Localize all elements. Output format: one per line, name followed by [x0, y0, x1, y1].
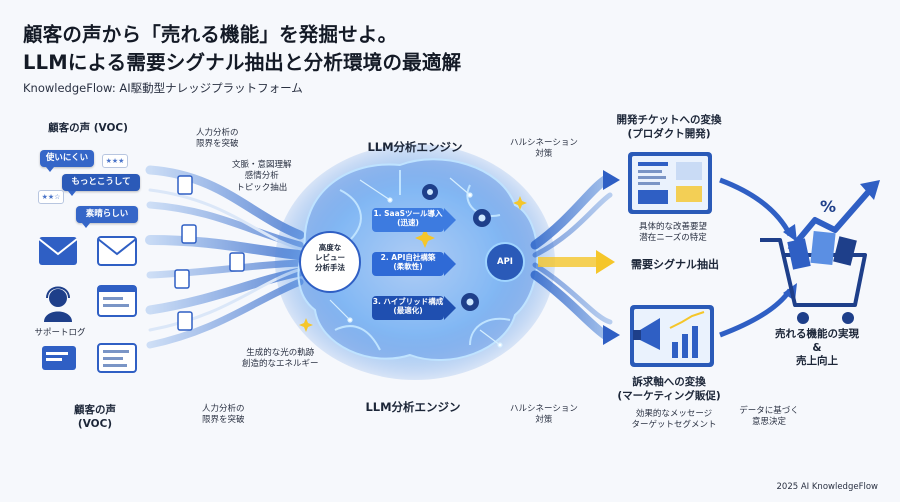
- marketing-detail: 効果的なメッセージ ターゲットセグメント: [631, 409, 717, 431]
- footer-credit: 2025 AI KnowledgeFlow: [776, 482, 879, 492]
- svg-text:%: %: [820, 197, 836, 216]
- engine-title-top: LLM分析エンジン: [367, 140, 463, 154]
- voc-header: 顧客の声 (VOC): [48, 122, 128, 134]
- page-title-line1: 顧客の声から「売れる機能」を発掘せよ。: [23, 23, 398, 46]
- annotation-halluc-bottom: ハルシネーション 対策: [510, 404, 578, 426]
- voc-bottom-label: 顧客の声 (VOC): [74, 404, 116, 430]
- envelope-icons: [38, 236, 137, 266]
- page-title-line2: LLMによる需要シグナル抽出と分析環境の最適解: [23, 51, 462, 74]
- voc-bubble-3: 素晴らしい: [76, 206, 138, 228]
- engine-step-2: 2. API自社構築 (柔軟性): [372, 252, 456, 276]
- engine-step-1: 1. SaaSツール導入 (迅速): [372, 208, 456, 232]
- annotation-halluc-top: ハルシネーション 対策: [510, 138, 578, 160]
- support-headset-icon: [44, 286, 72, 322]
- center-circle: [299, 231, 361, 293]
- log-window-icons: [42, 285, 137, 373]
- stream-doc-icons: [174, 175, 245, 331]
- signal-label: 需要シグナル抽出: [631, 258, 719, 271]
- dev-ticket-card-icon: [628, 152, 712, 214]
- marketing-header: 訴求軸への変換 (マーケティング販促): [617, 376, 721, 402]
- sparkle-icons: [299, 196, 527, 332]
- voc-bubble-1: 使いにくい: [40, 150, 94, 172]
- marketing-card-icon: [630, 305, 714, 367]
- annotation-limit-bottom: 人力分析の 限界を突破: [202, 404, 245, 426]
- output-streams: [530, 175, 613, 340]
- support-log-label: サポートログ: [34, 328, 86, 338]
- circuit-lines: [329, 177, 503, 348]
- engine-center-label: 高度な レビュー 分析手法: [315, 243, 345, 273]
- dev-ticket-header: 開発チケットへの変換 (プロダクト開発): [616, 114, 722, 140]
- result-label: 売れる機能の実現 & 売上向上: [775, 328, 859, 368]
- annotation-light: 生成的な光の軌跡 創造的なエネルギー: [242, 348, 319, 370]
- data-decision-label: データに基づく 意思決定: [739, 406, 799, 428]
- rating-stars-icon: ★★★: [102, 154, 128, 168]
- api-circle: [485, 242, 525, 282]
- shopping-cart-icon: %: [760, 180, 880, 324]
- api-badge: API: [497, 257, 513, 267]
- dev-ticket-detail: 具体的な改善要望 潜在ニーズの特定: [638, 222, 707, 244]
- gear-icons: [422, 184, 491, 311]
- voc-bubble-2: もっとこうして: [62, 174, 140, 196]
- page-subtitle: KnowledgeFlow: AI駆動型ナレッジプラットフォーム: [23, 81, 303, 95]
- engine-step-3: 3. ハイブリッド構成 (最適化): [372, 296, 456, 320]
- rating-stars-icon-2: ★★☆: [38, 190, 64, 204]
- annotation-context: 文脈・意図理解 感情分析 トピック抽出: [232, 160, 292, 193]
- engine-title-bottom: LLM分析エンジン: [365, 400, 461, 414]
- annotation-limit-top: 人力分析の 限界を突破: [196, 128, 239, 150]
- signal-arrow-icon: [538, 250, 615, 274]
